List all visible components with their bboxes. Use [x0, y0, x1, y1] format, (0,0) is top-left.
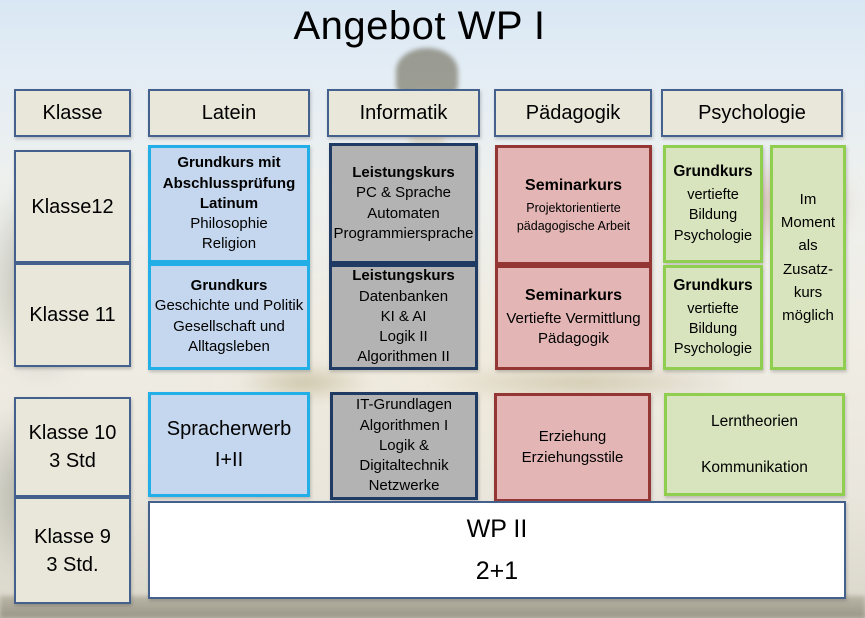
cell-text: Lerntheorien Kommunikation — [701, 412, 808, 477]
cell-paedagogik-klasse-10: Erziehung Erziehungsstile — [494, 393, 651, 502]
cell-latein-klasse-11: Grundkurs Geschichte und Politik Gesells… — [148, 263, 310, 370]
cell-heading: Grundkurs — [673, 163, 753, 181]
cell-text: IT-Grundlagen Algorithmen I Logik & Digi… — [356, 396, 452, 495]
column-header-psychologie: Psychologie — [661, 89, 843, 137]
cell-text: Im Moment als Zusatz- kurs möglich — [780, 190, 836, 324]
cell-text: vertiefte Bildung Psychologie — [673, 300, 753, 358]
cell-informatik-klasse-11: Leistungskurs Datenbanken KI & AI Logik … — [329, 264, 478, 370]
cell-text: Spracherwerb I+II — [166, 417, 292, 471]
cell-text: Geschichte und Politik Gesellschaft und … — [154, 297, 304, 355]
cell-text: Projektorientierte pädagogische Arbeit — [516, 200, 631, 233]
cell-psychologie-klasse-12: Grundkurs vertiefte Bildung Psychologie — [663, 145, 763, 263]
cell-heading: Seminarkurs — [525, 177, 622, 195]
cell-heading: Seminarkurs — [525, 287, 622, 305]
cell-text: vertiefte Bildung Psychologie — [673, 187, 753, 244]
cell-heading: Leistungskurs — [352, 164, 455, 181]
cell-heading: Grundkurs — [673, 276, 753, 294]
cell-text: Erziehung Erziehungsstile — [521, 428, 624, 466]
cell-heading: Grundkurs — [190, 277, 268, 294]
slide-title: Angebot WP I — [293, 4, 546, 48]
cell-informatik-klasse-10: IT-Grundlagen Algorithmen I Logik & Digi… — [330, 392, 478, 500]
cell-paedagogik-klasse-11: Seminarkurs Vertiefte Vermittlung Pädago… — [495, 265, 652, 370]
cell-heading: Grundkurs mit Abschlussprüfung Latinum — [162, 154, 296, 212]
row-label-klasse-10: Klasse 10 3 Std — [14, 397, 131, 497]
cell-text: PC & Sprache Automaten Programmiersprach… — [333, 184, 474, 242]
column-header-paedagogik: Pädagogik — [494, 89, 652, 137]
column-header-informatik: Informatik — [327, 89, 480, 137]
cell-text: Datenbanken KI & AI Logik II Algorithmen… — [357, 287, 450, 366]
cell-latein-klasse-10: Spracherwerb I+II — [148, 392, 310, 497]
cell-psychologie-zusatzkurs: Im Moment als Zusatz- kurs möglich — [770, 145, 846, 370]
cell-informatik-klasse-12: Leistungskurs PC & Sprache Automaten Pro… — [329, 143, 478, 264]
cell-latein-klasse-12: Grundkurs mit Abschlussprüfung Latinum P… — [148, 145, 310, 263]
cell-text: Vertiefte Vermittlung Pädagogik — [506, 310, 641, 348]
cell-paedagogik-klasse-12: Seminarkurs Projektorientierte pädagogis… — [495, 145, 652, 265]
cell-text: Philosophie Religion — [190, 215, 268, 253]
cell-text: WP II 2+1 — [466, 514, 528, 586]
cell-heading: Leistungskurs — [352, 267, 455, 285]
column-header-latein: Latein — [148, 89, 310, 137]
row-label-klasse-9: Klasse 9 3 Std. — [14, 497, 131, 604]
background-dome — [396, 48, 458, 94]
row-label-klasse-12: Klasse12 — [14, 150, 131, 263]
column-header-klasse: Klasse — [14, 89, 131, 137]
row-label-klasse-11: Klasse 11 — [14, 263, 131, 367]
cell-psychologie-klasse-10: Lerntheorien Kommunikation — [664, 393, 845, 496]
cell-psychologie-klasse-11: Grundkurs vertiefte Bildung Psychologie — [663, 265, 763, 370]
cell-wp2: WP II 2+1 — [148, 501, 846, 599]
